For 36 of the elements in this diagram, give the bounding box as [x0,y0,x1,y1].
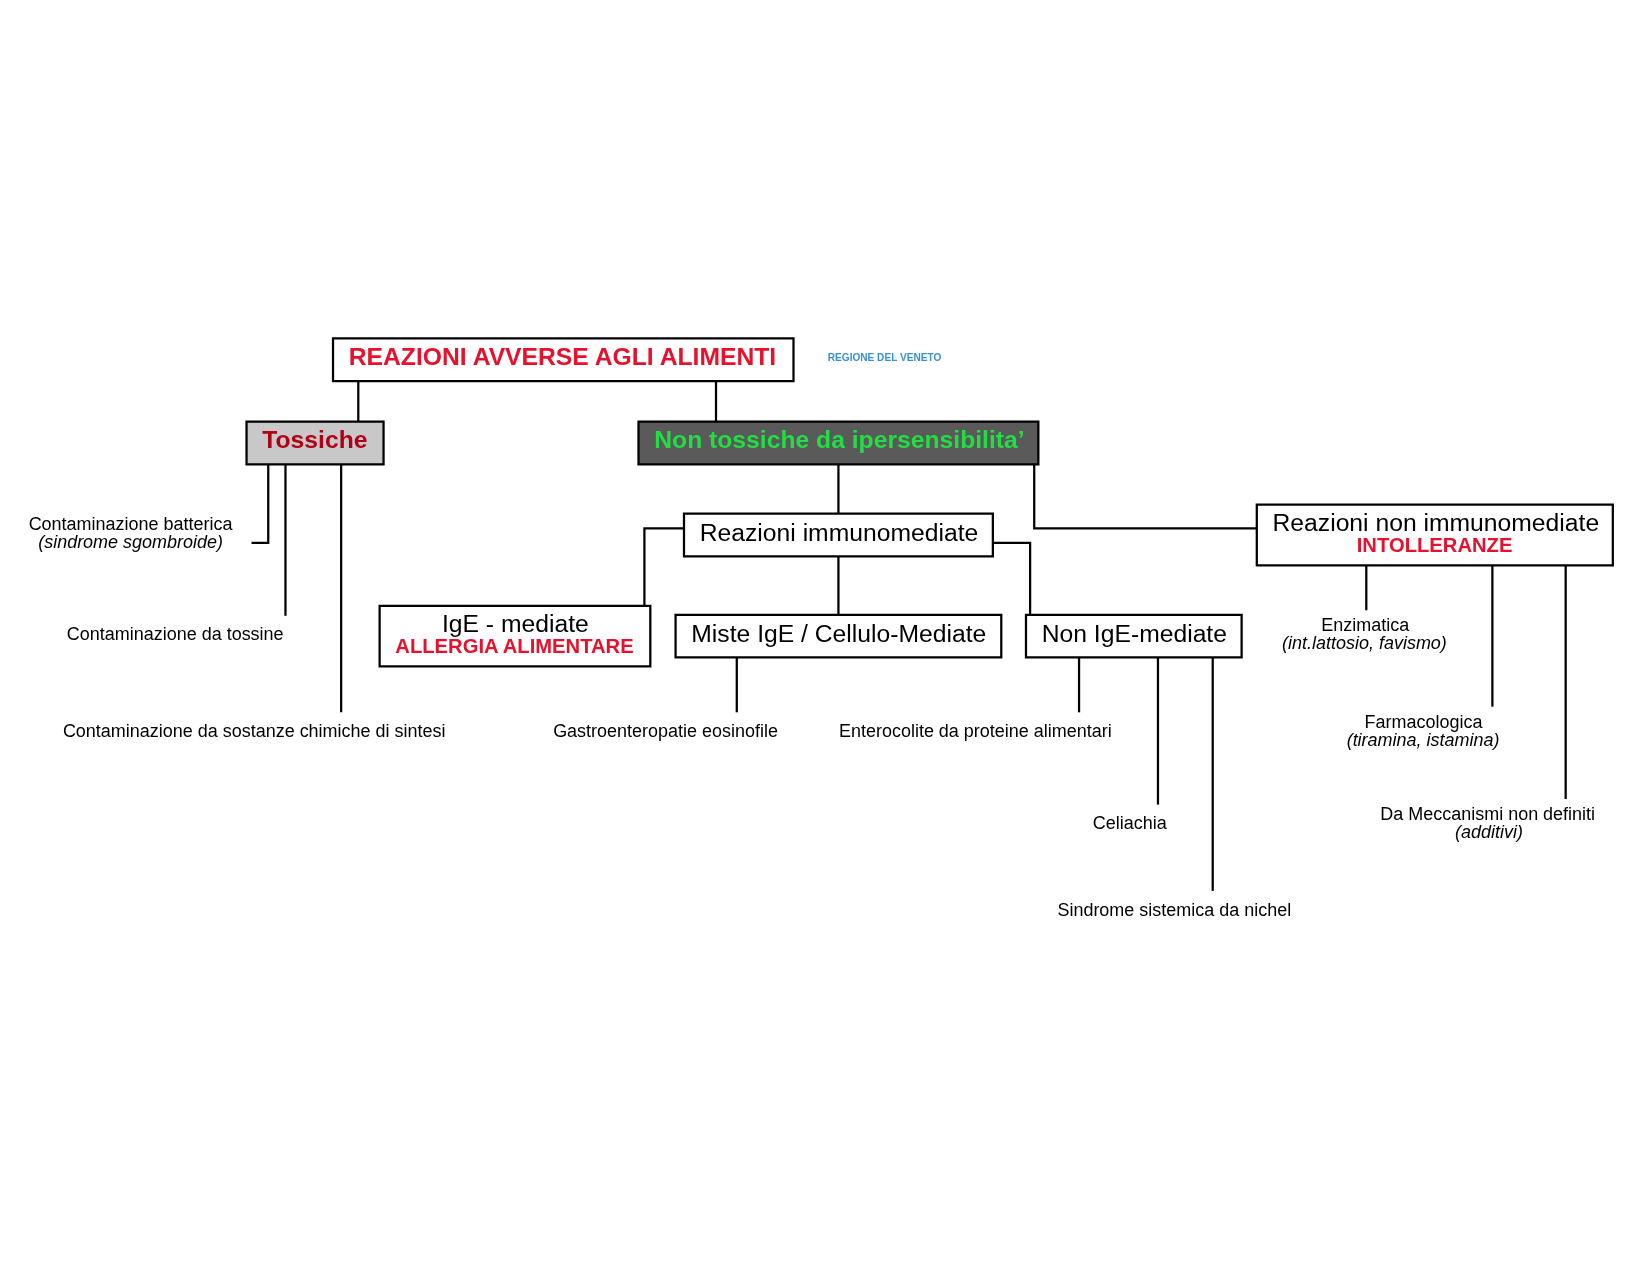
node-box: IgE - mediate ALLERGIA ALIMENTARE [378,604,652,668]
connector [1077,657,1081,712]
node-box: Reazioni immunomediate [682,512,994,557]
connector [1491,565,1494,707]
node-text: Gastroenteropatie eosinofile [553,720,778,741]
node-text: Contaminazione batterica (sindrome sgombroide) [28,513,233,552]
node-box: Reazioni non immunomediate INTOLLERANZE [1255,503,1614,566]
node-box: Non IgE-mediate [1024,613,1243,659]
connector [340,464,343,712]
connector [357,380,360,421]
connector [735,657,738,712]
connector [251,464,270,544]
connector [643,526,684,605]
node-box: Tossiche [245,419,385,465]
connector [1033,464,1257,529]
node-box: Non tossiche da ipersensibilita’ [637,419,1040,465]
connector [284,463,287,616]
label: REGIONE DEL VENETO [827,351,942,363]
node-box: Miste IgE / Cellulo-Mediate [674,613,1003,659]
connector [837,556,840,615]
node-text: Celiachia [1092,812,1167,833]
node-text: Sindrome sistemica da nichel [1057,899,1292,920]
connector [1156,657,1160,805]
node-text: Enzimatica (int.lattosio, favismo) [1282,614,1447,653]
node-text: Farmacologica (tiramina, istamina) [1346,711,1500,750]
node-text: Contaminazione da tossine [66,623,284,644]
connector [714,380,718,421]
node-text: Contaminazione da sostanze chimiche di sintesi [62,720,446,741]
connector [993,541,1032,614]
connector [1365,564,1368,610]
connector [837,463,840,513]
connector [1211,657,1214,891]
node-text: Enterocolite da proteine alimentari [838,720,1112,741]
connector [1564,565,1567,799]
node-box: REAZIONI AVVERSE AGLI ALIMENTI [331,336,795,382]
node-text: Da Meccanismi non definiti (additivi) [1380,803,1596,842]
